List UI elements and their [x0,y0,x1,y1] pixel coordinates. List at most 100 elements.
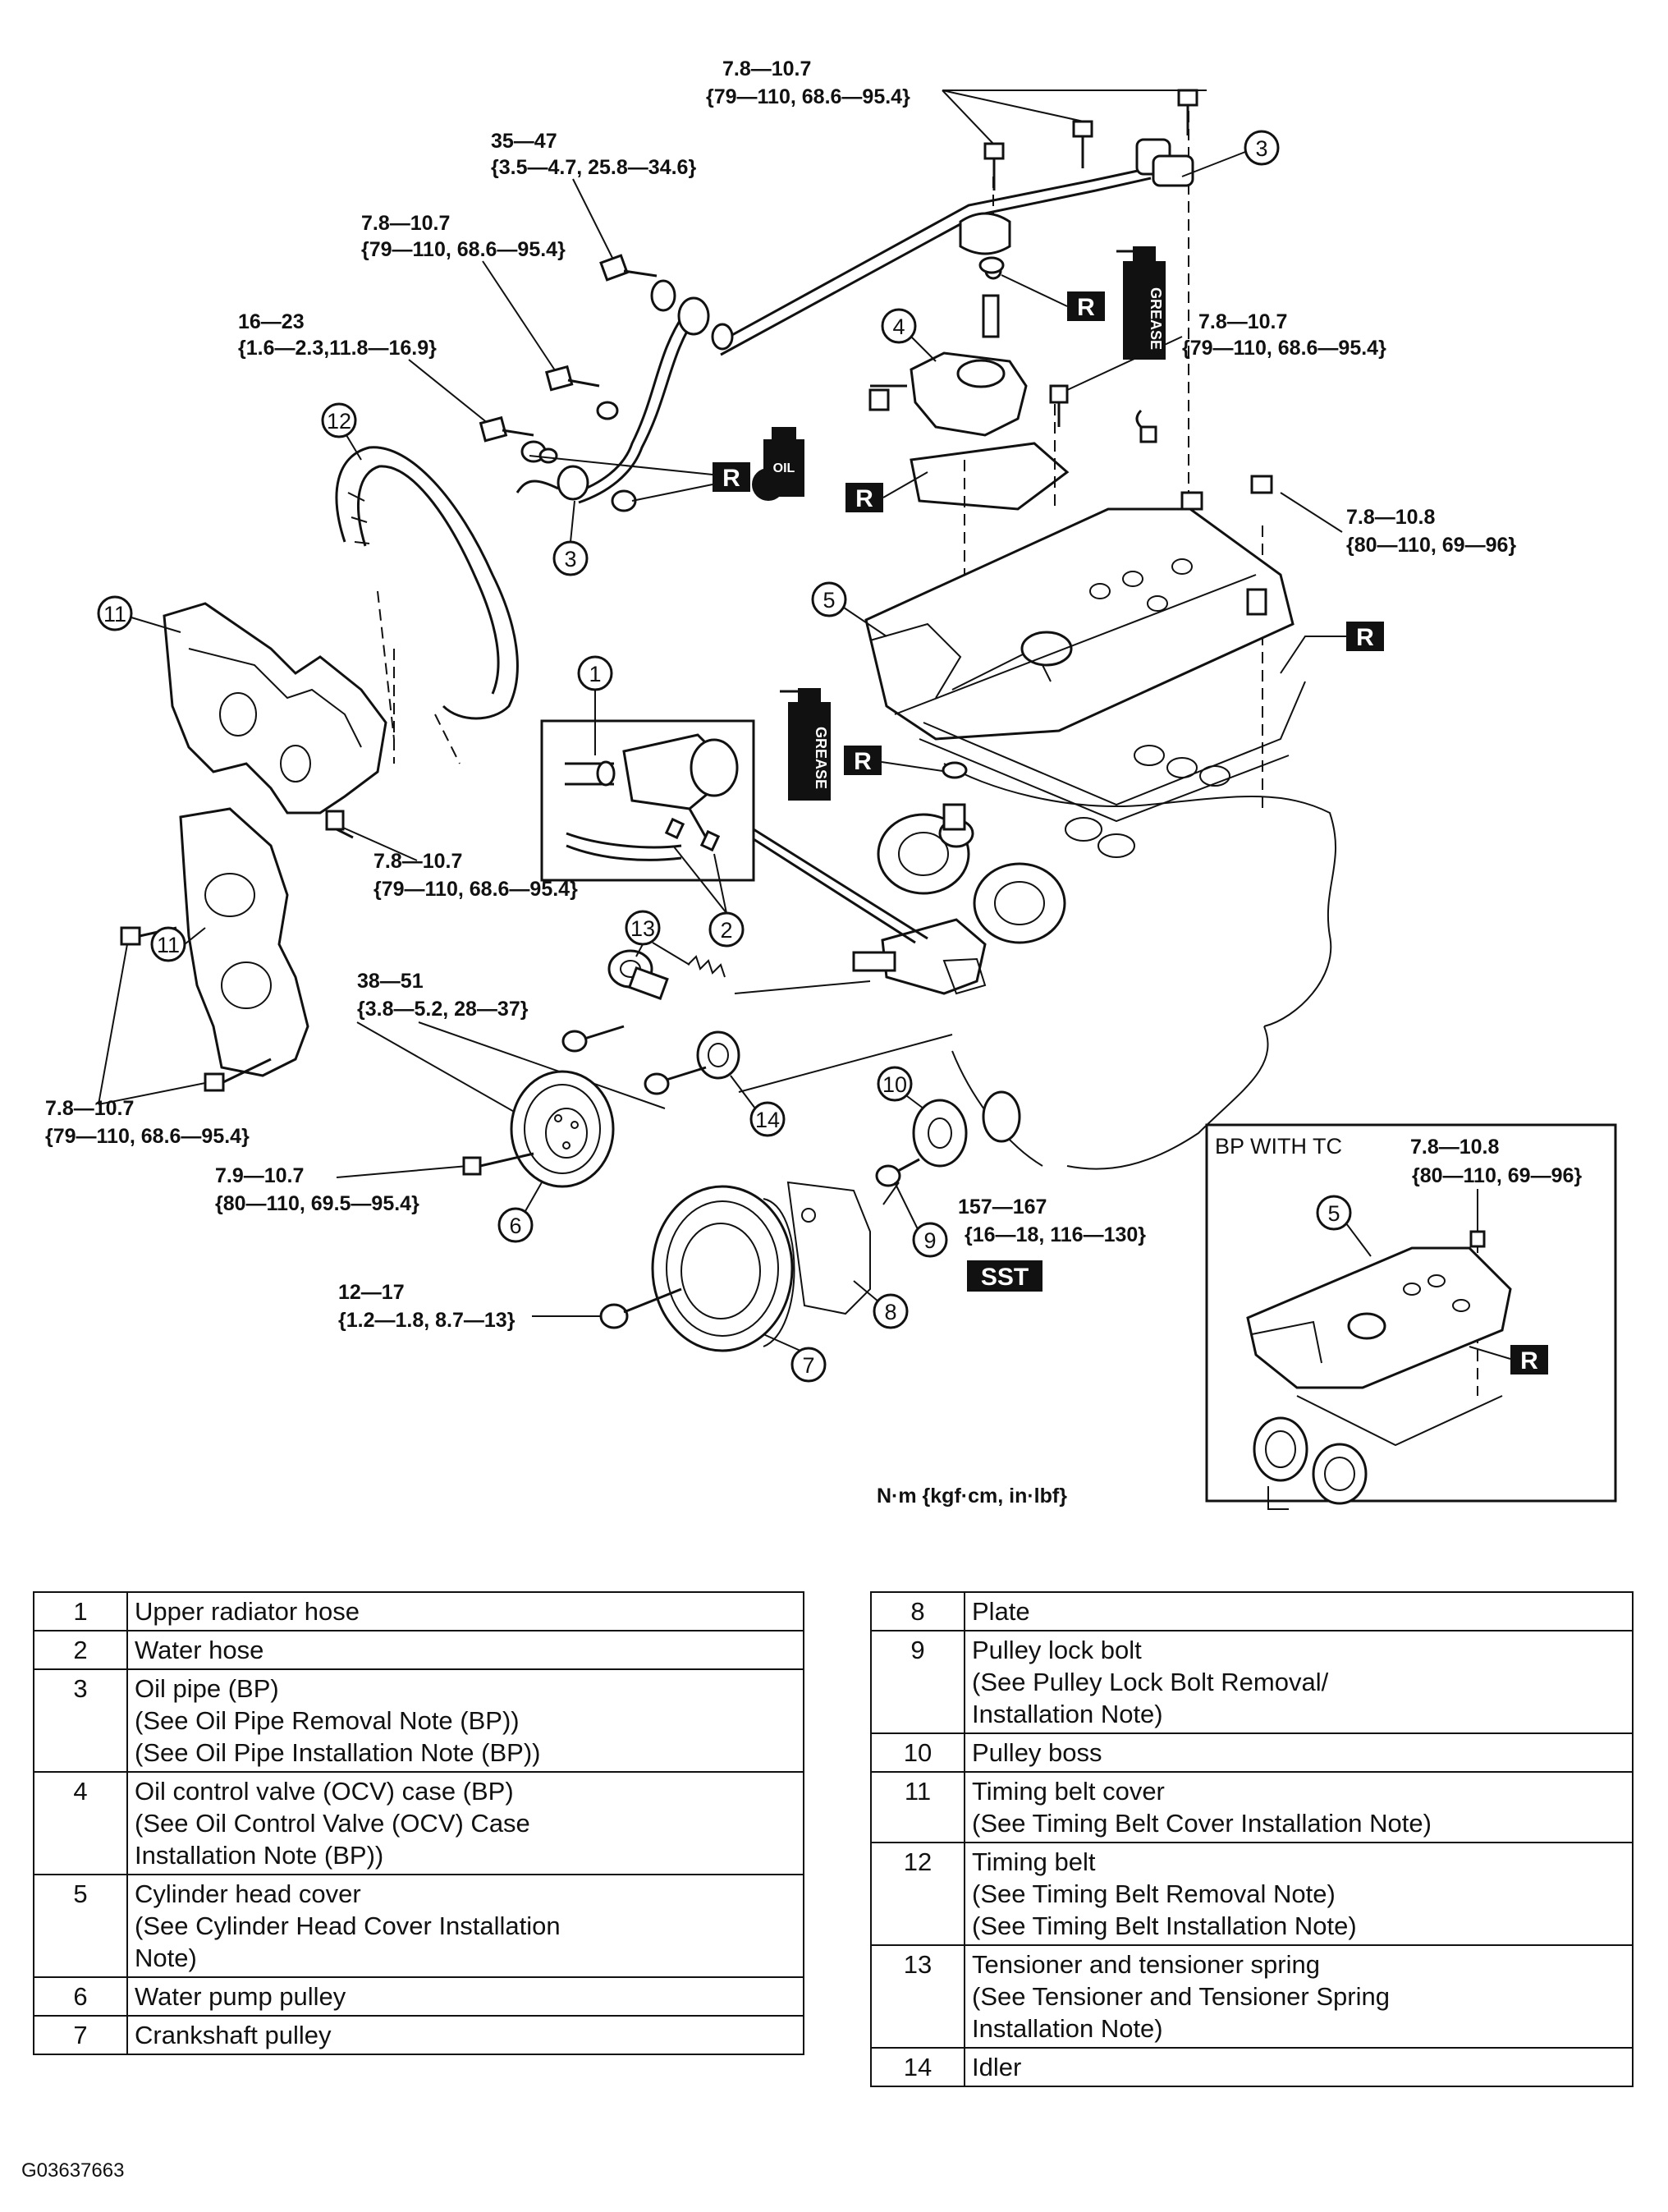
torque-label-oil-pipe: 7.8—10.7 {79—110, 68.6—95.4} [361,212,566,261]
part-number: 2 [33,1630,128,1670]
part-description: Pulley lock bolt(See Pulley Lock Bolt Re… [964,1630,1634,1734]
grease-can-top: GREASE [1116,246,1166,360]
callout-11-upper: 11 [97,595,181,633]
part-description: Idler [964,2047,1634,2087]
part-description-line: Cylinder head cover [135,1879,361,1908]
callout-7: 7 [763,1333,827,1383]
callout-13: 13 [625,910,690,966]
timing-belt-cover-upper [163,602,387,839]
part-number: 6 [33,1976,128,2017]
part-description: Water pump pulley [126,1976,804,2017]
svg-text:12: 12 [327,409,351,434]
cylinder-head-cover [864,491,1306,823]
svg-text:R: R [855,485,873,512]
svg-text:38—51: 38—51 [357,970,424,993]
callout-6: 6 [497,1182,543,1243]
part-description: Plate [964,1591,1634,1631]
svg-text:{1.6—2.3,11.8—16.9}: {1.6—2.3,11.8—16.9} [238,337,437,360]
torque-label-16-23: 16—23 {1.6—2.3,11.8—16.9} [238,310,437,360]
timing-belt [335,446,519,764]
part-description: Oil control valve (OCV) case (BP)(See Oi… [126,1771,804,1875]
svg-text:7.8—10.7: 7.8—10.7 [1198,310,1287,333]
replace-symbol: R [845,483,883,512]
svg-text:5: 5 [823,588,835,613]
torque-label-ocv: 7.8—10.7 {79—110, 68.6—95.4} [1182,310,1386,360]
svg-text:SST: SST [981,1264,1029,1291]
svg-text:4: 4 [892,314,905,339]
svg-text:OIL: OIL [773,461,795,475]
part-description-line: Crankshaft pulley [135,2021,332,2049]
part-description-line: Plate [972,1597,1030,1626]
part-description: Cylinder head cover(See Cylinder Head Co… [126,1874,804,1978]
camshaft-sprockets [877,813,1066,944]
svg-text:1: 1 [589,662,601,686]
part-number: 14 [870,2047,965,2087]
callout-12: 12 [321,402,362,461]
svg-text:{3.5—4.7, 25.8—34.6}: {3.5—4.7, 25.8—34.6} [491,156,696,179]
belt-line-upper [734,980,871,994]
part-description: Timing belt cover(See Timing Belt Cover … [964,1771,1634,1843]
special-service-tool-symbol: SST [967,1260,1042,1292]
head-cover-bolt [1250,475,1273,494]
pulley-boss [875,1090,1021,1187]
o-ring-ocv [978,256,1005,274]
part-description-line: (See Timing Belt Installation Note) [972,1911,1357,1940]
torque-label-water-pump-pulley: 7.9—10.7 {80—110, 69.5—95.4} [215,1164,419,1215]
svg-text:12—17: 12—17 [338,1281,405,1304]
svg-text:7.8—10.7: 7.8—10.7 [361,212,450,235]
svg-text:7.8—10.7: 7.8—10.7 [373,850,462,873]
part-description-line: (See Pulley Lock Bolt Removal/ [972,1668,1329,1696]
part-number: 4 [33,1771,128,1875]
svg-text:{80—110, 69.5—95.4}: {80—110, 69.5—95.4} [215,1192,419,1215]
part-description-line: Timing belt [972,1847,1096,1876]
svg-text:13: 13 [630,916,655,941]
leader-part-2a [672,845,727,914]
svg-text:{1.2—1.8, 8.7—13}: {1.2—1.8, 8.7—13} [338,1309,516,1332]
part-number: 1 [33,1591,128,1631]
torque-label-157-167: 157—167 {16—18, 116—130} [958,1195,1146,1246]
part-number: 11 [870,1771,965,1843]
bolts-oil-pipe [479,254,658,464]
part-description-line: Installation Note) [972,1700,1163,1728]
torque-label-belt-cover: 7.8—10.7 {79—110, 68.6—95.4} [373,850,578,901]
torque-label-lower-cover: 7.8—10.7 {79—110, 68.6—95.4} [45,1097,250,1148]
svg-text:3: 3 [564,547,576,571]
part-number: 10 [870,1732,965,1773]
belt-line-lower [738,1034,953,1093]
replace-symbol: R [713,462,750,492]
callout-3-top: 3 [1181,130,1280,177]
part-description-line: Pulley boss [972,1738,1102,1767]
svg-text:3: 3 [1255,136,1267,161]
gasket-small [942,957,987,995]
svg-text:2: 2 [720,918,732,943]
part-description: Pulley boss [964,1732,1634,1773]
svg-text:14: 14 [755,1108,780,1132]
replace-leaders [529,274,1511,1360]
part-description-line: (See Timing Belt Removal Note) [972,1879,1336,1908]
callout-14: 14 [730,1075,786,1137]
part-description: Timing belt (See Timing Belt Removal Note… [964,1842,1634,1946]
part-description-line: Note) [135,1944,197,1972]
svg-text:R: R [1077,294,1095,321]
part-description-line: Water hose [135,1636,264,1664]
svg-text:{80—110, 69—96}: {80—110, 69—96} [1346,534,1516,557]
o-ring-hose [942,761,968,779]
crankshaft-pulley [599,1181,871,1352]
svg-text:10: 10 [882,1072,907,1097]
svg-text:{3.8—5.2, 28—37}: {3.8—5.2, 28—37} [357,998,529,1021]
part-description-line: (See Oil Pipe Removal Note (BP)) [135,1706,520,1735]
svg-text:{79—110, 68.6—95.4}: {79—110, 68.6—95.4} [706,85,910,108]
part-number: 5 [33,1874,128,1978]
callout-1: 1 [577,655,613,691]
